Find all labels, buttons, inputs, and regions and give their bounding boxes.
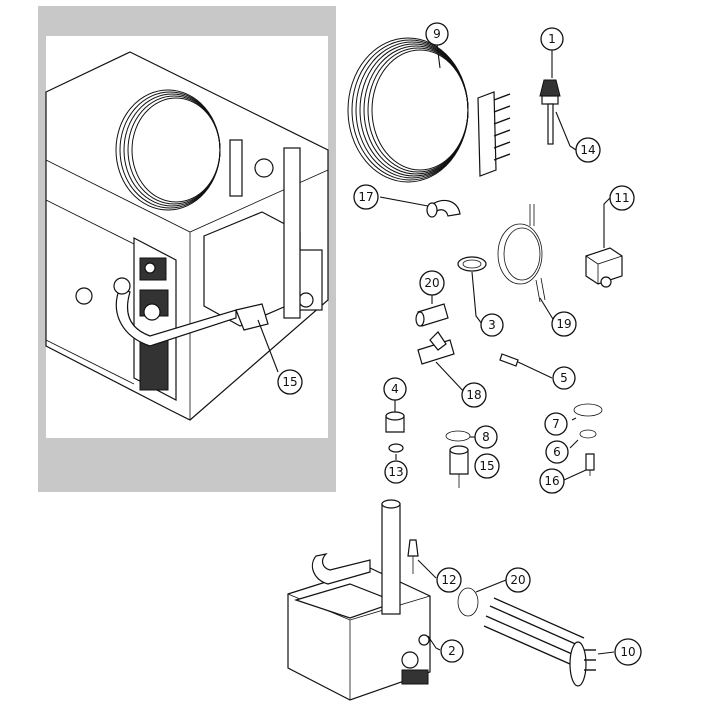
svg-text:15: 15	[479, 459, 494, 473]
svg-text:14: 14	[580, 143, 595, 157]
probe-part-1	[539, 50, 577, 151]
coil-part-9	[347, 37, 511, 183]
svg-text:2: 2	[448, 644, 456, 658]
boiler-part-2	[287, 499, 441, 701]
svg-text:15: 15	[282, 375, 297, 389]
callout-5: 5	[552, 366, 576, 390]
callout-18: 18	[461, 382, 487, 408]
callout-10: 10	[614, 638, 642, 666]
callout-19: 19	[551, 311, 577, 337]
svg-text:9: 9	[433, 27, 441, 41]
hose-part-19	[497, 204, 557, 325]
callout-7: 7	[544, 412, 568, 436]
callout-12: 12	[436, 567, 462, 593]
installed-view-inset	[38, 6, 336, 492]
svg-text:19: 19	[556, 317, 571, 331]
clamps-part-6-7	[563, 403, 603, 481]
callout-1: 1	[540, 27, 564, 51]
elbow-part-17	[379, 196, 461, 218]
svg-text:16: 16	[544, 474, 559, 488]
svg-text:3: 3	[488, 318, 496, 332]
svg-text:1: 1	[548, 32, 556, 46]
svg-text:13: 13	[388, 465, 403, 479]
fitting-part-5	[499, 353, 553, 379]
svg-text:12: 12	[441, 573, 456, 587]
svg-text:7: 7	[552, 417, 560, 431]
svg-text:10: 10	[620, 645, 635, 659]
svg-text:20: 20	[510, 573, 525, 587]
callout-15-inset: 15	[277, 369, 303, 395]
svg-text:6: 6	[553, 445, 561, 459]
heating-element-part-10	[483, 597, 615, 687]
callout-9: 9	[425, 22, 449, 46]
svg-text:8: 8	[482, 430, 490, 444]
sensor-part-12	[407, 539, 437, 579]
cap-part-4	[385, 400, 405, 460]
gasket-part-20	[457, 579, 507, 617]
valve-part-11	[585, 197, 623, 288]
svg-text:11: 11	[614, 191, 629, 205]
callout-6: 6	[545, 440, 569, 464]
svg-text:20: 20	[424, 276, 439, 290]
svg-text:18: 18	[466, 388, 481, 402]
callout-4: 4	[383, 377, 407, 401]
callout-15: 15	[474, 453, 500, 479]
callout-3: 3	[480, 313, 504, 337]
callout-2: 2	[440, 639, 464, 663]
svg-text:5: 5	[560, 371, 568, 385]
svg-text:17: 17	[358, 190, 373, 204]
sleeve-part-15	[445, 430, 476, 488]
callout-8: 8	[474, 425, 498, 449]
callout-13: 13	[384, 460, 408, 484]
callout-20: 20	[419, 270, 445, 296]
callout-11: 11	[609, 185, 635, 211]
callout-16: 16	[539, 468, 565, 494]
tee-part-18	[417, 331, 467, 395]
filter-part-3	[457, 256, 487, 325]
callout-14: 14	[575, 137, 601, 163]
callout-20-gasket: 20	[505, 567, 531, 593]
svg-text:4: 4	[391, 382, 399, 396]
connector-part-20	[415, 292, 449, 327]
callout-17: 17	[353, 184, 379, 210]
